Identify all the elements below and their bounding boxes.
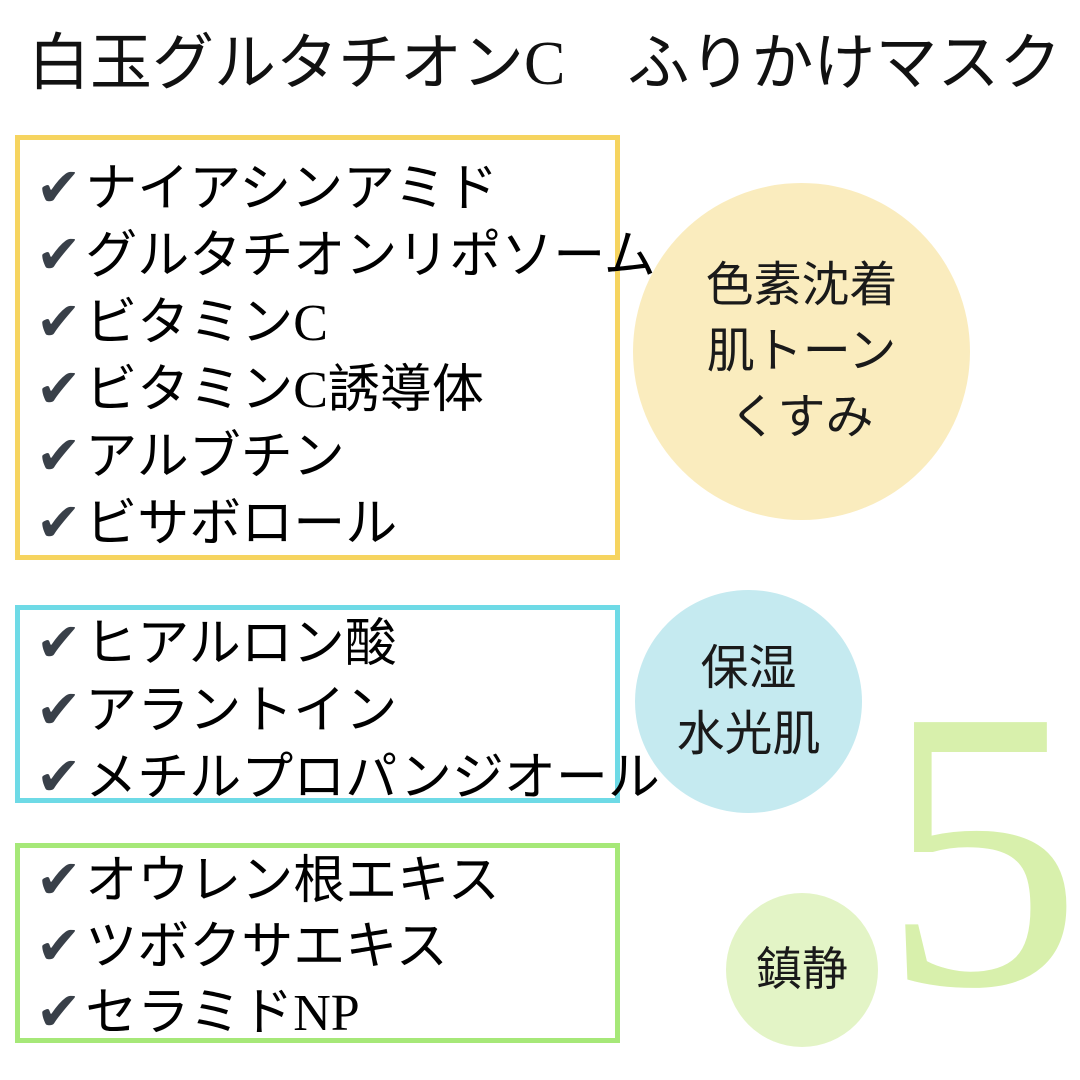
- check-icon: ✔: [36, 491, 82, 554]
- brightening-ingredients-box: ✔ナイアシンアミド ✔グルタチオンリポソーム ✔ビタミンC ✔ビタミンC誘導体 …: [15, 135, 656, 560]
- list-item: ✔ヒアルロン酸: [36, 610, 615, 677]
- ingredient-name: ツボクサエキス: [85, 919, 448, 976]
- soothing-effects-circle: 鎮静: [726, 893, 878, 1047]
- page-title: 白玉グルタチオンC ふりかけマスク: [28, 30, 1062, 98]
- check-icon: ✔: [36, 357, 82, 420]
- effect-label: 保湿: [700, 641, 797, 695]
- check-icon: ✔: [36, 848, 82, 911]
- list-item: ✔ビタミンC: [36, 289, 615, 356]
- moisturizing-effects-circle: 保湿 水光肌: [635, 590, 862, 813]
- effect-label: 水光肌: [676, 707, 821, 761]
- ingredient-name: アラントイン: [85, 683, 398, 740]
- ingredient-name: ビタミンC: [85, 295, 328, 352]
- effect-label: 肌トーン: [706, 324, 897, 378]
- count-number: 5: [882, 628, 1080, 1071]
- effect-label: くすみ: [729, 390, 874, 444]
- ingredient-name: セラミドNP: [85, 985, 360, 1042]
- effect-label: 色素沈着: [705, 258, 898, 312]
- list-item: ✔ビサボロール: [36, 490, 615, 557]
- check-icon: ✔: [36, 980, 82, 1043]
- list-item: ✔アルブチン: [36, 423, 615, 490]
- ingredient-name: グルタチオンリポソーム: [85, 228, 656, 285]
- ingredient-name: ヒアルロン酸: [85, 616, 397, 673]
- check-icon: ✔: [36, 611, 82, 674]
- soothing-ingredients-box: ✔オウレン根エキス ✔ツボクサエキス ✔セラミドNP: [15, 843, 620, 1043]
- list-item: ✔グルタチオンリポソーム: [36, 222, 656, 289]
- check-icon: ✔: [36, 678, 82, 741]
- effect-label: 鎮静: [756, 944, 848, 995]
- list-item: ✔オウレン根エキス: [36, 848, 615, 914]
- check-icon: ✔: [36, 914, 82, 977]
- check-icon: ✔: [36, 745, 82, 808]
- ingredient-name: ビタミンC誘導体: [85, 362, 484, 419]
- check-icon: ✔: [36, 156, 82, 219]
- ingredient-name: ナイアシンアミド: [85, 161, 499, 218]
- check-icon: ✔: [36, 290, 82, 353]
- list-item: ✔ツボクサエキス: [36, 914, 615, 980]
- brightening-effects-circle: 色素沈着 肌トーン くすみ: [633, 183, 970, 520]
- check-icon: ✔: [36, 223, 82, 286]
- moisturizing-ingredients-box: ✔ヒアルロン酸 ✔アラントイン ✔メチルプロパンジオール: [15, 605, 660, 808]
- list-item: ✔セラミドNP: [36, 980, 615, 1046]
- list-item: ✔ナイアシンアミド: [36, 155, 615, 222]
- ingredient-name: ビサボロール: [85, 496, 398, 553]
- list-item: ✔ビタミンC誘導体: [36, 356, 615, 423]
- list-item: ✔アラントイン: [36, 677, 615, 744]
- check-icon: ✔: [36, 424, 82, 487]
- ingredient-name: オウレン根エキス: [85, 853, 500, 910]
- list-item: ✔メチルプロパンジオール: [36, 744, 660, 811]
- ingredient-name: メチルプロパンジオール: [85, 750, 660, 807]
- ingredient-name: アルブチン: [85, 429, 345, 486]
